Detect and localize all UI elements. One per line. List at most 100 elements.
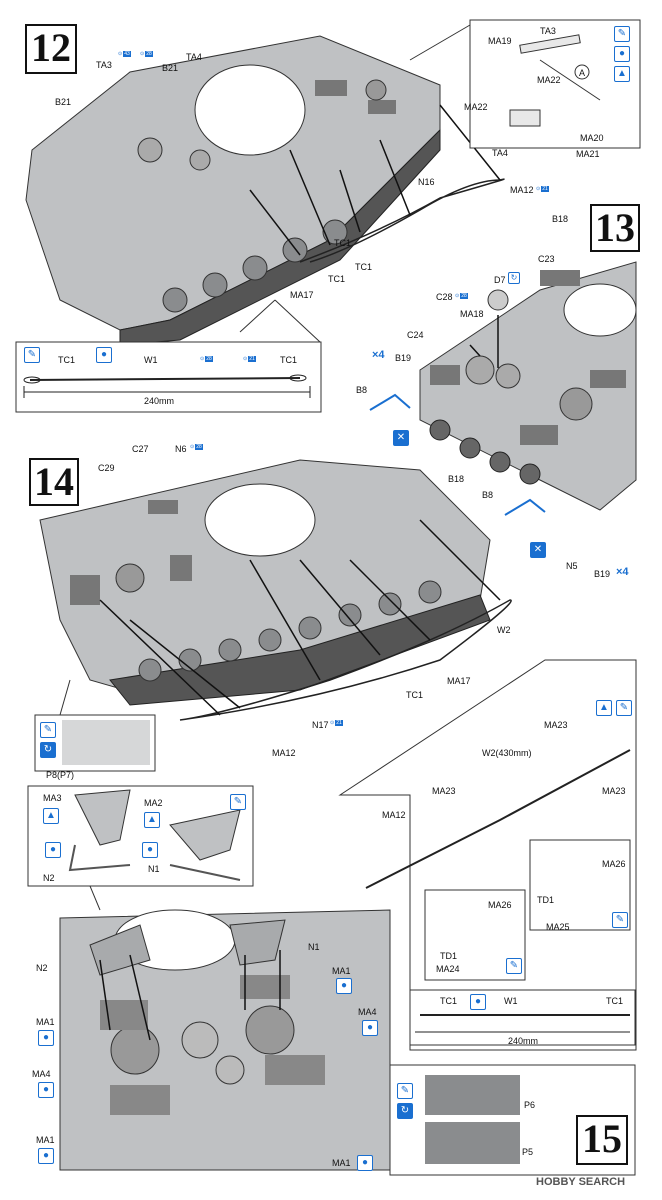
label-ma24: MA24 [436,964,460,974]
label-b18: B18 [552,214,569,224]
label-c29: C29 [98,463,115,473]
label-ma1: MA1 [332,1158,351,1168]
glue-drop-icon: ● [142,842,158,858]
label-n16: N16 [418,177,435,187]
label-ma21: MA21 [576,149,600,159]
label-ma22: MA22 [537,75,561,85]
label-p8: P8(P7) [46,770,75,780]
part-ref-tag: ⊙28 [140,51,153,57]
label-ma25: MA25 [546,922,570,932]
label-b19: B19 [395,353,412,363]
remove-icon: ✕ [393,430,409,446]
glue-drop-icon: ● [336,978,352,994]
brush-icon: ✎ [614,26,630,42]
label-td1: TD1 [537,895,555,905]
rotate-icon: ↻ [40,742,56,758]
glue-drop-icon: ● [470,994,486,1010]
label-w1: W1 [504,996,518,1006]
label-tc1: TC1 [355,262,373,272]
step-number-14: 14 [29,458,79,506]
watermark: HOBBY SEARCH [536,1176,626,1188]
part-ref-tag: ⊙28 [200,356,213,362]
cement-icon: ▲ [144,812,160,828]
cement-icon: ▲ [596,700,612,716]
label-b21: B21 [55,97,72,107]
part-ref-tag: ⊙43 [118,51,131,57]
label-ma1: MA1 [332,966,351,976]
label-tc1: TC1 [440,996,458,1006]
glue-drop-icon: ● [38,1030,54,1046]
brush-icon: ✎ [40,722,56,738]
glue-drop-icon: ● [614,46,630,62]
label-c28: C28 [436,292,453,302]
count-x4: ×4 [616,566,629,578]
label-ta3: TA3 [540,26,556,36]
label-w1: W1 [144,355,158,365]
label-n6: N6 [175,444,187,454]
label-ma3: MA3 [43,793,62,803]
label-ma26: MA26 [602,859,626,869]
label-n1: N1 [308,942,320,952]
step-number-13: 13 [590,204,640,252]
brush-icon: ✎ [616,700,632,716]
label-ma12: MA12 [382,810,406,820]
part-ref-tag: ⊙28 [455,293,468,299]
label-ma1: MA1 [36,1017,55,1027]
brush-icon: ✎ [24,347,40,363]
glue-drop-icon: ● [357,1155,373,1171]
label-ma12: MA12 [272,748,296,758]
label-ma17: MA17 [290,290,314,300]
part-ref-tag: ⊙21 [536,186,549,192]
brush-icon: ✎ [612,912,628,928]
label-b8: B8 [482,490,494,500]
label-d7: D7 [494,275,506,285]
label-b21: B21 [162,63,179,73]
label-c27: C27 [132,444,149,454]
label-tc1: TC1 [406,690,424,700]
label-tc1: TC1 [280,355,298,365]
rotate-icon: ↻ [397,1103,413,1119]
label-b19: B19 [594,569,611,579]
count-x4: ×4 [372,349,385,361]
label-circle-a: A [579,68,586,78]
glue-drop-icon: ● [96,347,112,363]
label-b8: B8 [356,385,368,395]
label-tc1: TC1 [58,355,76,365]
glue-drop-icon: ● [362,1020,378,1036]
label-b18: B18 [448,474,465,484]
label-ma18: MA18 [460,309,484,319]
label-ma26: MA26 [488,900,512,910]
part-ref-tag: ⊙21 [330,720,343,726]
label-ma2: MA2 [144,798,163,808]
glue-drop-icon: ● [38,1148,54,1164]
brush-icon: ✎ [230,794,246,810]
label-ma23: MA23 [432,786,456,796]
brush-icon: ✎ [506,958,522,974]
label-ma4: MA4 [32,1069,51,1079]
label-ma23: MA23 [544,720,568,730]
label-n2: N2 [43,873,55,883]
label-ma20: MA20 [580,133,604,143]
cement-icon: ▲ [614,66,630,82]
label-tc1: TC1 [334,238,352,248]
label-td1: TD1 [440,951,458,961]
label-tc1: TC1 [328,274,346,284]
rotate-icon: ↻ [508,272,520,284]
label-ma4: MA4 [358,1007,377,1017]
label-w2: W2 [497,625,511,635]
label-p6: P6 [524,1100,536,1110]
label-tc1: TC1 [606,996,624,1006]
label-ma12: MA12 [510,185,534,195]
cement-icon: ▲ [43,808,59,824]
brush-icon: ✎ [397,1083,413,1099]
label-n17: N17 [312,720,329,730]
label-n5: N5 [566,561,578,571]
cable-length: 240mm [508,1036,539,1046]
label-ta3: TA3 [96,60,112,70]
step-number-12: 12 [25,24,77,74]
label-ma19: MA19 [488,36,512,46]
